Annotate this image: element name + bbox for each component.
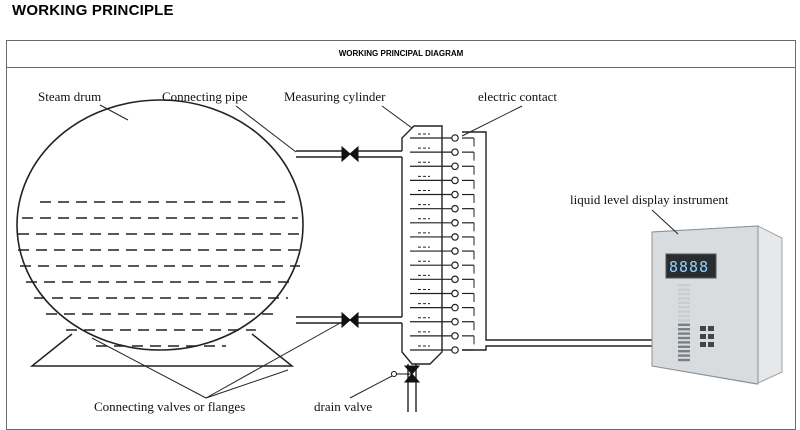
- bargraph-segment: [678, 332, 690, 335]
- bargraph-segment: [678, 345, 690, 348]
- label-connecting-valves: Connecting valves or flanges: [94, 399, 245, 414]
- bargraph-segment: [678, 350, 690, 353]
- electric-contact-point: [451, 303, 459, 312]
- upper-connecting-valve: [341, 145, 359, 163]
- electric-contact-point: [451, 219, 459, 227]
- drain-valve: [391, 365, 421, 383]
- label-display-instrument: liquid level display instrument: [570, 192, 729, 207]
- label-drain-valve: drain valve: [314, 399, 372, 414]
- lower-connecting-valve: [341, 311, 359, 329]
- electric-contact-point: [451, 289, 459, 298]
- bargraph-segment: [678, 288, 690, 291]
- label-connecting-pipe: Connecting pipe: [162, 89, 248, 104]
- electrode-set: [410, 133, 475, 354]
- signal-wiring: [462, 131, 660, 351]
- bargraph-segment: [678, 328, 690, 331]
- electric-contact-point: [451, 275, 459, 284]
- electric-contact-point: [451, 190, 459, 199]
- water-level-dashes: [18, 201, 302, 347]
- led-readout: [665, 253, 717, 279]
- level-bargraph: [678, 284, 690, 362]
- electric-contact-point: [451, 176, 459, 185]
- label-electric-contact: electric contact: [478, 89, 557, 104]
- electric-contact-point: [451, 134, 459, 142]
- bargraph-segment: [678, 297, 690, 300]
- bargraph-segment: [678, 336, 690, 340]
- drum-support: [29, 333, 295, 367]
- electric-contact-point: [451, 204, 459, 213]
- measuring-cylinder: [401, 125, 443, 412]
- electric-contact-point: [451, 317, 459, 326]
- electric-contact-point: [451, 247, 459, 255]
- electric-contact-point: [451, 162, 459, 171]
- electric-contact-point: [451, 332, 459, 340]
- bargraph-segment: [678, 284, 690, 287]
- connecting-pipes: [296, 150, 402, 324]
- steam-drum: [16, 99, 304, 367]
- bargraph-segment: [678, 314, 690, 318]
- bargraph-segment: [678, 319, 690, 322]
- bargraph-segment: [678, 341, 690, 344]
- steam-drum-shell: [16, 99, 304, 351]
- label-steam-drum: Steam drum: [38, 89, 101, 104]
- bargraph-segment: [678, 323, 690, 326]
- bargraph-segment: [678, 354, 690, 357]
- electric-contact-point: [451, 261, 459, 270]
- bargraph-segment: [678, 292, 690, 296]
- leader-lines: [91, 104, 679, 399]
- diagram-title: WORKING PRINCIPAL DIAGRAM: [7, 41, 795, 68]
- electric-contact-point: [451, 233, 459, 241]
- bargraph-segment: [678, 306, 690, 309]
- label-measuring-cylinder: Measuring cylinder: [284, 89, 386, 104]
- instrument-buttons: [700, 326, 714, 347]
- bargraph-segment: [678, 358, 690, 362]
- bargraph-segment: [678, 310, 690, 313]
- bargraph-segment: [678, 301, 690, 304]
- led-digits: 8888: [669, 258, 709, 276]
- liquid-level-display-instrument: 8888: [651, 225, 783, 385]
- electric-contact-point: [451, 148, 459, 156]
- electric-contact-point: [451, 346, 459, 354]
- page-heading: WORKING PRINCIPLE: [12, 2, 174, 19]
